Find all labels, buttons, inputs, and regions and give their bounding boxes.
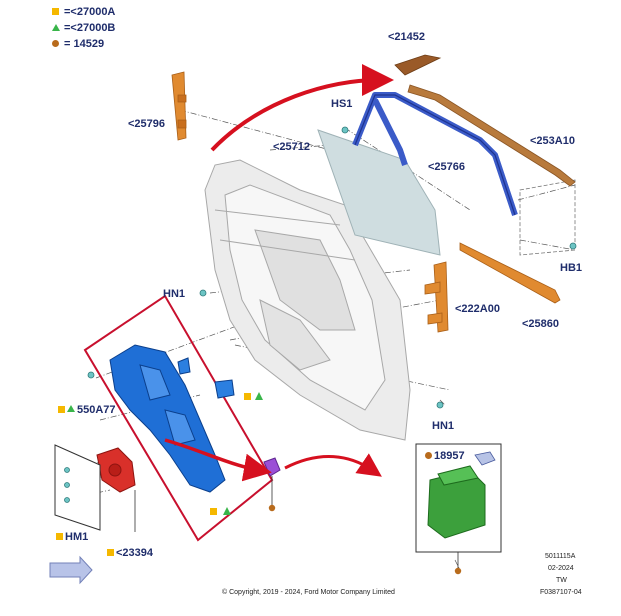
label-25796: <25796 (128, 118, 166, 130)
orientation-arrow (49, 555, 93, 585)
door-glass (317, 129, 441, 256)
label-25766: <25766 (428, 161, 466, 173)
fasteners (64, 126, 577, 503)
symbol-27000b (223, 507, 231, 515)
arrow-glass-to-channel (210, 64, 394, 152)
trim-21452 (394, 54, 442, 76)
label-18957-circle-icon (425, 452, 432, 459)
legend-circle-icon (52, 40, 59, 47)
label-25712: <25712 (273, 141, 311, 153)
label-hs1: HS1 (331, 98, 353, 110)
hm1-panel (54, 444, 101, 531)
label-550a77: 550A77 (77, 404, 116, 416)
label-550a77-triangle-icon (67, 405, 75, 412)
legend-square-icon (52, 8, 59, 15)
belt-weatherstrip-25860 (459, 242, 561, 304)
legend-item-14529: = 14529 (64, 38, 105, 50)
label-25860: <25860 (522, 318, 560, 330)
seal-25796 (171, 71, 187, 141)
legend-item-27000a: =<27000A (64, 6, 116, 18)
window-motor-18957 (427, 465, 486, 539)
label-18957: 18957 (434, 450, 465, 462)
window-regulator (109, 344, 235, 493)
label-550a77-square-icon (58, 406, 65, 413)
label-hm1-square-icon (56, 533, 63, 540)
label-23394: <23394 (116, 547, 154, 559)
connector-purple (263, 457, 281, 477)
label-222a00: <222A00 (455, 303, 500, 315)
copyright: © Copyright, 2019 - 2024, Ford Motor Com… (222, 589, 395, 596)
diagram-id: 5011115A (545, 553, 576, 560)
diagram-tw: TW (556, 577, 567, 584)
label-hn1-top: HN1 (163, 288, 186, 300)
label-23394-square-icon (107, 549, 114, 556)
label-hn1-bottom: HN1 (432, 420, 455, 432)
legend-item-27000b: =<27000B (64, 22, 116, 34)
label-hm1: HM1 (65, 531, 89, 543)
window-motor-23394 (96, 447, 136, 493)
symbol-27000a (210, 508, 217, 515)
label-21452: <21452 (388, 31, 426, 43)
arrow-connector-to-motor (284, 453, 382, 477)
label-253a10: <253A10 (530, 135, 575, 147)
diagram-ref: F0387107-04 (540, 589, 582, 596)
rear-channel-222a00 (424, 261, 449, 333)
diagram-date: 02-2024 (548, 565, 574, 572)
arrow-regulator-motor (164, 438, 272, 482)
hb1-bracket (519, 179, 576, 256)
upper-moulding-253a10 (407, 84, 576, 187)
label-hb1: HB1 (560, 262, 583, 274)
legend-triangle-icon (52, 24, 60, 31)
